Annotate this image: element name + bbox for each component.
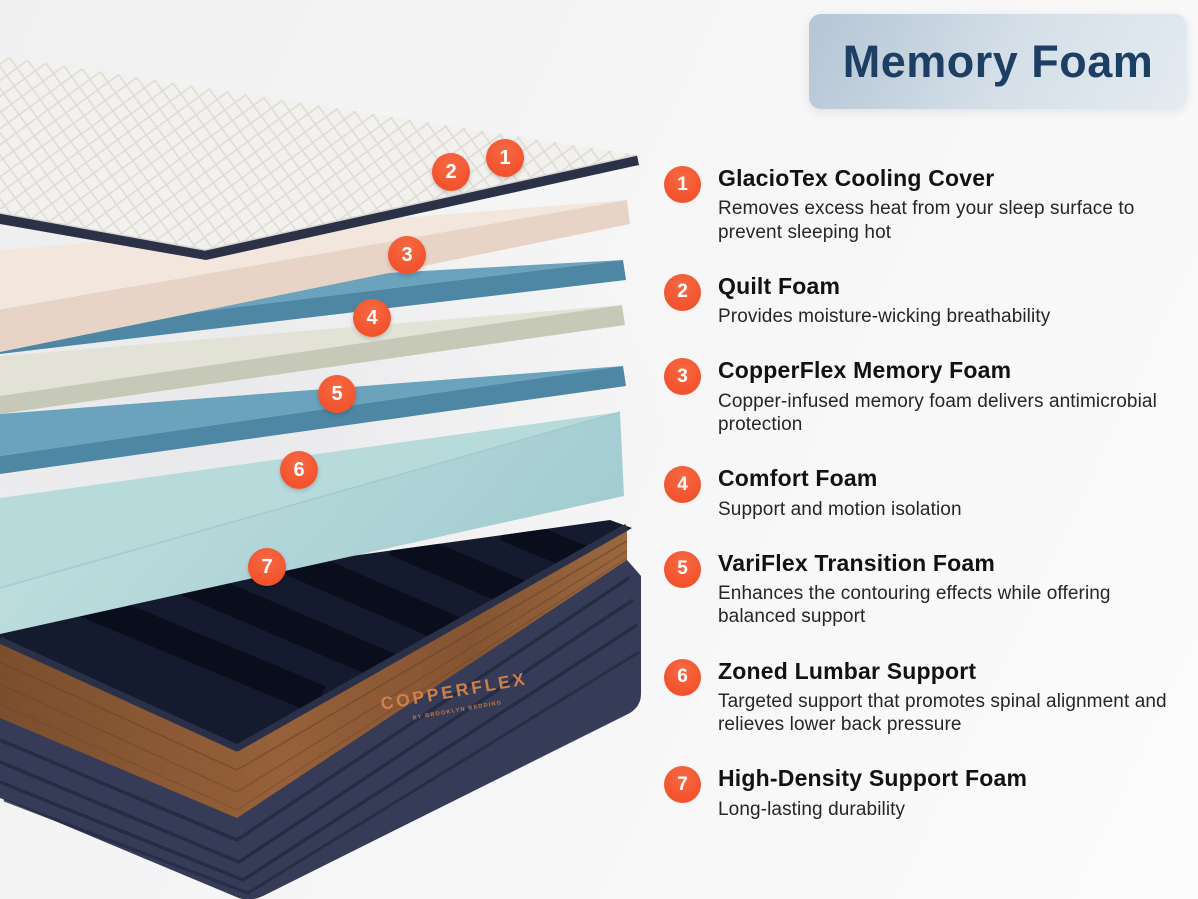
legend-title-6: Zoned Lumbar Support — [718, 657, 977, 684]
rim-piping — [0, 523, 629, 752]
callout-badge-6: 6 — [280, 451, 318, 489]
legend-item-6: 6 Zoned Lumbar Support Targeted support … — [664, 658, 1198, 737]
legend-item-5: 5 VariFlex Transition Foam Enhances the … — [664, 550, 1198, 629]
legend-badge-1: 1 — [664, 166, 701, 203]
layer-copperflex-memory-foam — [0, 200, 630, 352]
legend-item-4: 4 Comfort Foam Support and motion isolat… — [664, 465, 1198, 521]
legend-item-1: 1 GlacioTex Cooling Cover Removes excess… — [664, 165, 1198, 244]
legend-desc-7: Long-lasting durability — [718, 798, 906, 820]
layer-zoned-lumbar-support — [0, 366, 626, 474]
legend-item-3: 3 CopperFlex Memory Foam Copper-infused … — [664, 357, 1198, 436]
legend-desc-2: Provides moisture-wicking breathability — [718, 306, 1051, 328]
legend-title-3: CopperFlex Memory Foam — [718, 357, 1012, 384]
layer-cooling-cover — [0, 56, 639, 260]
layer-high-density-support-foam — [0, 411, 624, 634]
legend-desc-4: Support and motion isolation — [718, 498, 962, 520]
legend-title-7: High-Density Support Foam — [718, 765, 1028, 792]
legend-desc-5: Enhances the contouring effects while of… — [718, 583, 1111, 628]
legend-desc-3: Copper-infused memory foam delivers anti… — [718, 390, 1157, 435]
page-title: Memory Foam — [842, 35, 1154, 87]
legend-badge-3: 3 — [664, 358, 701, 396]
legend-title-5: VariFlex Transition Foam — [718, 549, 996, 576]
legend-title-1: GlacioTex Cooling Cover — [718, 165, 995, 191]
callout-badge-7: 7 — [248, 548, 286, 586]
legend: 1 GlacioTex Cooling Cover Removes excess… — [664, 165, 1198, 821]
base-quilted-side — [0, 560, 641, 899]
legend-badge-7: 7 — [664, 766, 701, 804]
callout-badge-4: 4 — [353, 299, 391, 337]
legend-desc-6: Targeted support that promotes spinal al… — [718, 691, 1167, 736]
legend-title-4: Comfort Foam — [718, 465, 878, 492]
legend-item-7: 7 High-Density Support Foam Long-lasting… — [664, 765, 1198, 821]
callout-badge-5: 5 — [318, 375, 356, 413]
legend-title-2: Quilt Foam — [718, 272, 841, 299]
callout-badge-1: 1 — [486, 139, 524, 177]
legend-desc-1: Removes excess heat from your sleep surf… — [718, 198, 1135, 243]
wood-rim — [0, 527, 627, 820]
mattress-illustration: COPPERFLEX BY BROOKLYN BEDDING — [0, 56, 641, 899]
title-box: Memory Foam — [809, 14, 1187, 109]
legend-badge-2: 2 — [664, 273, 701, 311]
base-foundation: COPPERFLEX BY BROOKLYN BEDDING — [0, 520, 641, 899]
legend-item-2: 2 Quilt Foam Provides moisture-wicking b… — [664, 273, 1198, 329]
legend-badge-6: 6 — [664, 658, 701, 696]
callout-badge-3: 3 — [388, 236, 426, 274]
legend-badge-4: 4 — [664, 466, 701, 504]
legend-badge-5: 5 — [664, 550, 701, 588]
callout-badge-2: 2 — [432, 153, 470, 191]
layer-variflex-transition-foam — [0, 305, 625, 414]
